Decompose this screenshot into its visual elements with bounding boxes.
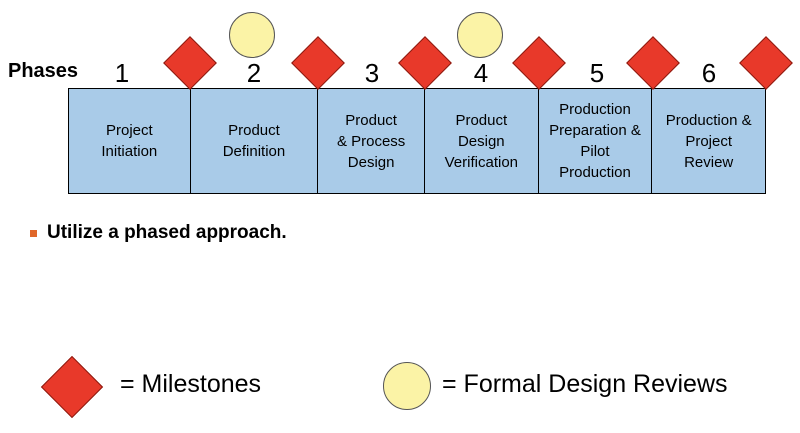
phase-row: Project Initiation Product Definition Pr…: [68, 88, 766, 194]
phase-label-2: Product Definition: [222, 122, 286, 160]
legend-review-circle-icon: [383, 362, 431, 410]
phase-label-1: Project Initiation: [101, 122, 158, 160]
milestone-diamond-3: [398, 36, 452, 90]
phase-number-5: 5: [589, 58, 605, 88]
milestone-diamond-4: [512, 36, 566, 90]
bullet-text: Utilize a phased approach.: [47, 222, 287, 243]
phase-label-4: Product Design Verification: [444, 111, 518, 171]
legend-reviews-text: = Formal Design Reviews: [442, 370, 728, 398]
phase-box-2: Product Definition: [190, 89, 319, 193]
phase-box-1: Project Initiation: [69, 89, 191, 193]
phase-box-4: Product Design Verification: [424, 89, 539, 193]
phases-label: Phases: [8, 60, 79, 82]
design-review-circle-1: [229, 12, 275, 58]
phase-number-4: 4: [473, 58, 489, 88]
milestone-diamond-2: [291, 36, 345, 90]
phase-box-5: Production Preparation & Pilot Productio…: [538, 89, 653, 193]
design-review-circle-2: [457, 12, 503, 58]
milestone-diamond-5: [626, 36, 680, 90]
phase-label-6: Production & Project Review: [665, 111, 752, 171]
phase-label-3: Product & Process Design: [336, 111, 406, 171]
phase-label-5: Production Preparation & Pilot Productio…: [549, 101, 641, 181]
milestone-diamond-6: [739, 36, 793, 90]
bullet-item: Utilize a phased approach.: [30, 222, 287, 244]
phase-box-3: Product & Process Design: [318, 89, 425, 193]
phase-number-1: 1: [114, 58, 130, 88]
phase-box-6: Production & Project Review: [652, 89, 765, 193]
phase-number-6: 6: [701, 58, 717, 88]
milestone-diamond-1: [163, 36, 217, 90]
legend-milestone-diamond-icon: [40, 355, 104, 419]
phase-number-2: 2: [246, 58, 262, 88]
legend-milestones-text: = Milestones: [120, 370, 262, 398]
phase-number-3: 3: [364, 58, 380, 88]
bullet-square-icon: [30, 229, 37, 237]
